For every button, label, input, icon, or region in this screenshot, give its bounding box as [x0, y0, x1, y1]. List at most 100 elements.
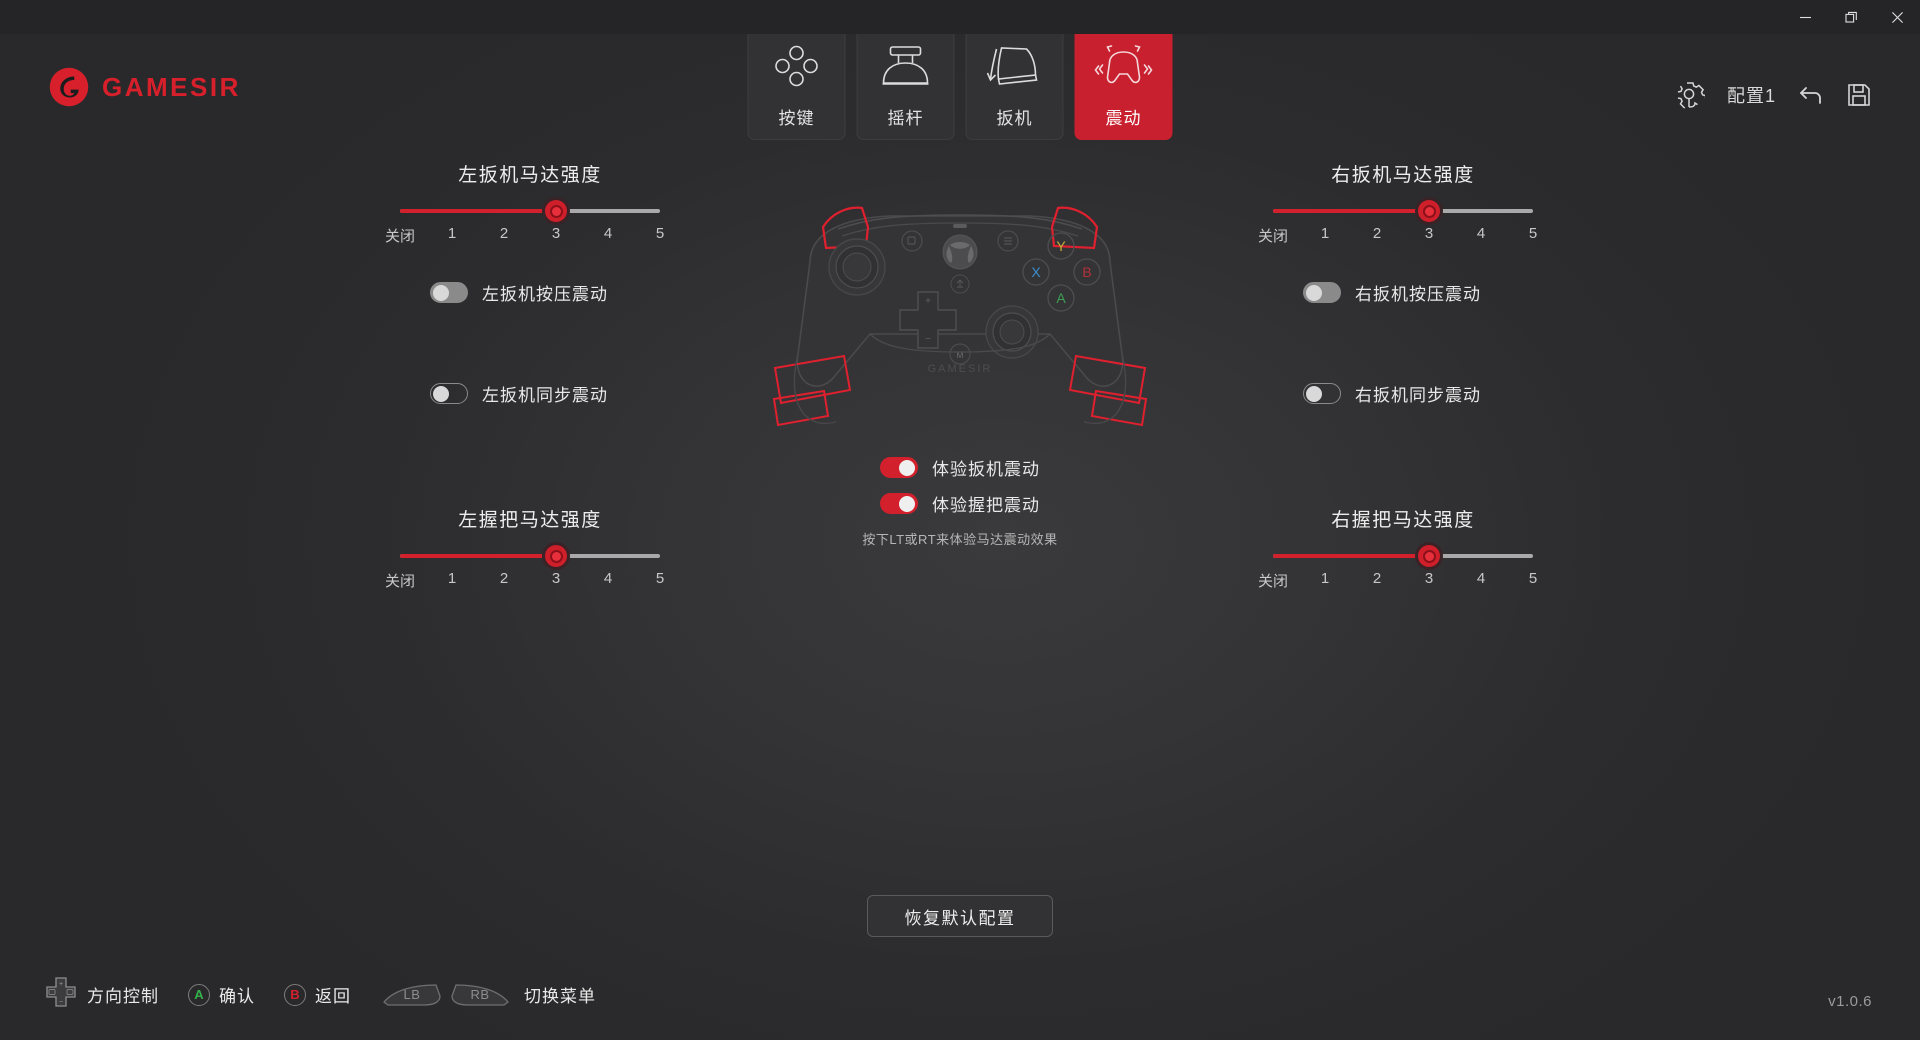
- dpad-icon: + −: [44, 975, 78, 1014]
- bumper-lb-label: LB: [403, 987, 421, 1002]
- app-header: GAMESIR 按键 摇: [0, 27, 1920, 160]
- dpad-buttons-icon: [769, 38, 825, 96]
- tick-4: 4: [1476, 225, 1486, 242]
- joystick-icon: [878, 38, 934, 96]
- toggle-knob: [1306, 385, 1322, 402]
- main-tabs: 按键 摇杆 扳机: [747, 27, 1173, 140]
- slider-ticks: 关闭 1 2 3 4 5: [1258, 225, 1537, 245]
- toggle-knob: [433, 385, 449, 402]
- tab-buttons-label: 按键: [778, 109, 815, 128]
- profile-name[interactable]: 配置1: [1726, 86, 1776, 106]
- slider-fill: [1273, 554, 1429, 558]
- tick-2: 2: [499, 570, 509, 587]
- panel-right-grip: 右握把马达强度 关闭 1 2 3 4 5: [1168, 505, 1638, 590]
- legend-back: B 返回: [284, 982, 351, 1007]
- slider-ticks: 关闭 1 2 3 4 5: [385, 570, 664, 590]
- tab-buttons[interactable]: 按键: [747, 27, 846, 140]
- left-grip-title: 左握把马达强度: [458, 510, 602, 531]
- svg-text:GAMESIR: GAMESIR: [928, 363, 993, 375]
- restore-button[interactable]: [1828, 0, 1874, 34]
- tab-vibration-label: 震动: [1105, 109, 1142, 128]
- slider-fill: [1273, 209, 1429, 213]
- experience-trigger-vibration-toggle[interactable]: [880, 457, 918, 478]
- tab-trigger-label: 扳机: [996, 109, 1033, 128]
- svg-text:A: A: [1056, 290, 1066, 306]
- gamesir-logo-icon: [49, 67, 89, 107]
- title-bar: [0, 0, 1920, 34]
- right-trigger-sync-vibration-toggle[interactable]: [1303, 383, 1341, 404]
- panel-left-trigger: 左扳机马达强度 关闭 1 2 3 4 5 左扳机按压震动 左扳机同步震动: [295, 160, 765, 406]
- tick-5: 5: [655, 225, 665, 242]
- tick-1: 1: [1320, 570, 1330, 587]
- tick-off: 关闭: [384, 228, 416, 245]
- slider-track[interactable]: [400, 200, 660, 222]
- slider-fill: [400, 209, 556, 213]
- left-grip-slider[interactable]: 关闭 1 2 3 4 5: [385, 545, 664, 590]
- tick-2: 2: [499, 225, 509, 242]
- svg-text:+: +: [925, 296, 931, 307]
- slider-track[interactable]: [1273, 545, 1533, 567]
- right-trigger-slider[interactable]: 关闭 1 2 3 4 5: [1258, 200, 1537, 245]
- left-trigger-sync-vibration-toggle[interactable]: [430, 383, 468, 404]
- legend-switch-menu: LB RB 切换菜单: [380, 980, 596, 1010]
- slider-track[interactable]: [1273, 200, 1533, 222]
- slider-track[interactable]: [400, 545, 660, 567]
- tab-joystick-label: 摇杆: [887, 109, 924, 128]
- tick-off: 关闭: [1257, 573, 1289, 590]
- legend-dpad-label: 方向控制: [87, 987, 159, 1006]
- experience-trigger-vibration-label: 体验扳机震动: [932, 460, 1040, 479]
- experience-grip-vibration-toggle[interactable]: [880, 493, 918, 514]
- version-label: v1.0.6: [1828, 993, 1872, 1010]
- right-trigger-press-vibration-toggle[interactable]: [1303, 282, 1341, 303]
- right-trigger-press-vibration-label: 右扳机按压震动: [1355, 285, 1481, 304]
- right-grip-title: 右握把马达强度: [1331, 510, 1475, 531]
- undo-icon[interactable]: [1798, 82, 1824, 108]
- b-button-icon: B: [284, 983, 306, 1006]
- save-icon[interactable]: [1846, 82, 1872, 108]
- slider-knob[interactable]: [545, 200, 567, 222]
- left-trigger-sync-vibration-label: 左扳机同步震动: [482, 386, 608, 405]
- left-trigger-press-vibration-row: 左扳机按压震动: [430, 280, 765, 305]
- tick-3: 3: [551, 570, 561, 587]
- footer-legend-bar: + − 方向控制 A 确认 B 返回 LB: [0, 950, 1920, 1040]
- tab-trigger[interactable]: 扳机: [965, 27, 1064, 140]
- slider-knob[interactable]: [1418, 200, 1440, 222]
- experience-trigger-vibration-row: 体验扳机震动: [880, 455, 1040, 480]
- legend-back-label: 返回: [315, 987, 351, 1006]
- tick-5: 5: [655, 570, 665, 587]
- experience-grip-vibration-label: 体验握把震动: [932, 496, 1040, 515]
- tick-4: 4: [603, 570, 613, 587]
- close-button[interactable]: [1874, 0, 1920, 34]
- left-trigger-title: 左扳机马达强度: [458, 165, 602, 186]
- tick-4: 4: [1476, 570, 1486, 587]
- svg-text:Y: Y: [1056, 238, 1066, 254]
- right-trigger-sync-vibration-label: 右扳机同步震动: [1355, 386, 1481, 405]
- vibration-hint-text: 按下LT或RT来体验马达震动效果: [862, 532, 1058, 547]
- experience-grip-vibration-row: 体验握把震动: [880, 491, 1040, 516]
- restore-defaults-button[interactable]: 恢复默认配置: [867, 895, 1053, 937]
- slider-knob[interactable]: [1418, 545, 1440, 567]
- left-trigger-sync-vibration-row: 左扳机同步震动: [430, 381, 765, 406]
- gear-icon[interactable]: [1675, 80, 1705, 110]
- svg-text:B: B: [1082, 264, 1091, 280]
- legend-confirm-label: 确认: [219, 987, 255, 1006]
- vibration-controller-icon: [1093, 38, 1155, 96]
- slider-knob[interactable]: [545, 545, 567, 567]
- left-trigger-press-vibration-toggle[interactable]: [430, 282, 468, 303]
- svg-text:−: −: [925, 334, 931, 345]
- right-grip-slider[interactable]: 关闭 1 2 3 4 5: [1258, 545, 1537, 590]
- tick-3: 3: [1424, 225, 1434, 242]
- brand-logo: GAMESIR: [48, 66, 241, 108]
- tick-1: 1: [447, 570, 457, 587]
- slider-ticks: 关闭 1 2 3 4 5: [385, 225, 664, 245]
- tick-2: 2: [1372, 225, 1382, 242]
- left-trigger-slider[interactable]: 关闭 1 2 3 4 5: [385, 200, 664, 245]
- tab-joystick[interactable]: 摇杆: [856, 27, 955, 140]
- slider-fill: [400, 554, 556, 558]
- tick-5: 5: [1528, 570, 1538, 587]
- tick-1: 1: [447, 225, 457, 242]
- controller-preview: + − M Y: [730, 160, 1190, 548]
- tick-3: 3: [551, 225, 561, 242]
- minimize-button[interactable]: [1782, 0, 1828, 34]
- tab-vibration[interactable]: 震动: [1074, 27, 1173, 140]
